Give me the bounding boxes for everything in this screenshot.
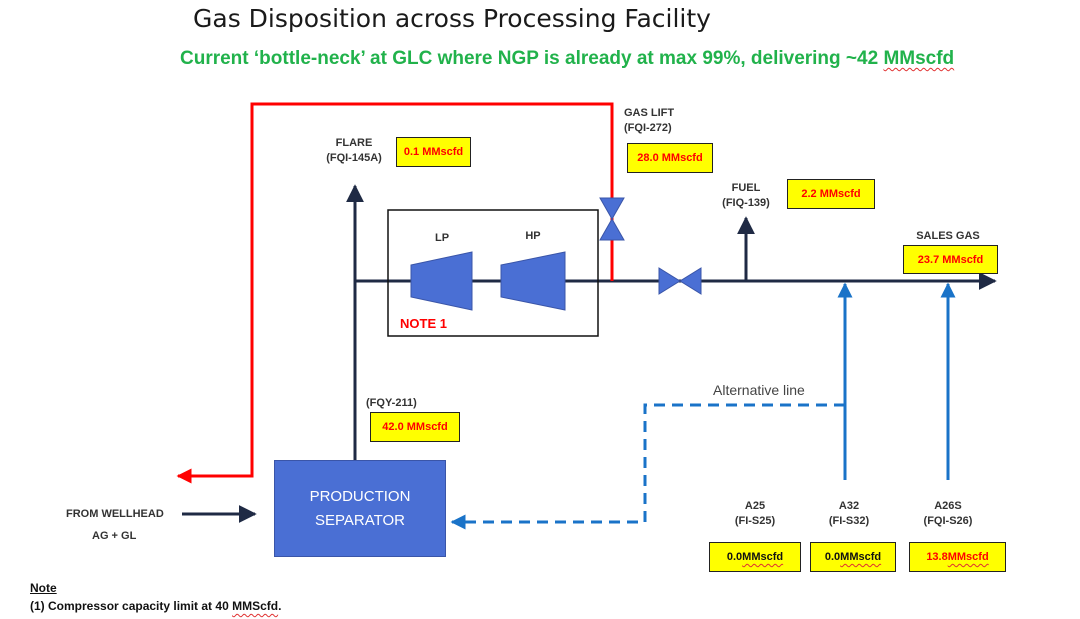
note1-label: NOTE 1 [400, 316, 447, 331]
subtitle-text: Current ‘bottle-neck’ at GLC where NGP i… [180, 48, 884, 69]
a32-unit: MMscfd [840, 551, 882, 563]
hp-compressor [500, 251, 566, 311]
a26s-unit: MMscfd [947, 551, 989, 563]
gas-lift-title: GAS LIFT [624, 107, 675, 119]
separator-line2: SEPARATOR [314, 511, 406, 529]
note-text-unit: MMScfd [232, 599, 279, 613]
note-heading: Note [30, 581, 57, 595]
separator-line1: PRODUCTION [309, 487, 411, 505]
a32-label: A32 (FI-S32) [814, 499, 884, 529]
alternative-dashed-line [450, 403, 845, 530]
separator-tag: (FQY-211) [366, 397, 417, 409]
main-line-valve [658, 267, 702, 295]
gas-lift-tag: (FQI-272) [624, 122, 672, 134]
wellhead-sublabel: AG + GL [92, 530, 137, 542]
a32-tag: (FI-S32) [828, 515, 870, 527]
a25-title: A25 [744, 500, 766, 512]
flare-label: FLARE (FQI-145A) [318, 136, 390, 166]
note-text-prefix: (1) Compressor capacity limit at 40 [30, 599, 233, 613]
wellhead-label: FROM WELLHEAD [66, 507, 164, 522]
a26s-label: A26S (FQI-S26) [915, 499, 981, 529]
subtitle: Current ‘bottle-neck’ at GLC where NGP i… [180, 48, 954, 70]
fuel-tag: (FIQ-139) [722, 197, 770, 209]
a25-value-box: 0.0 MMscfd [709, 542, 801, 572]
fuel-label: FUEL (FIQ-139) [713, 181, 779, 211]
flare-title: FLARE [335, 137, 373, 149]
fuel-title: FUEL [731, 182, 761, 194]
sales-gas-value-box: 23.7 MMscfd [903, 245, 998, 274]
fuel-value-box: 2.2 MMscfd [787, 179, 875, 209]
flare-tag: (FQI-145A) [326, 152, 382, 164]
production-separator: PRODUCTION SEPARATOR [274, 460, 446, 557]
lp-label: LP [434, 232, 450, 244]
hp-label: HP [525, 230, 541, 242]
a26s-tag: (FQI-S26) [923, 515, 973, 527]
sales-gas-label: SALES GAS [916, 230, 980, 242]
a25-label: A25 (FI-S25) [720, 499, 790, 529]
a25-unit: MMscfd [742, 551, 784, 563]
gas-lift-label: GAS LIFT (FQI-272) [624, 106, 674, 136]
lp-compressor [410, 251, 473, 311]
note-text-suffix: . [278, 599, 282, 613]
page-title: Gas Disposition across Processing Facili… [193, 4, 711, 33]
wellhead-line1: FROM WELLHEAD [66, 508, 164, 520]
flare-value-box: 0.1 MMscfd [396, 137, 471, 167]
a32-title: A32 [838, 500, 860, 512]
gas-lift-value-box: 28.0 MMscfd [627, 143, 713, 173]
alternative-line-label: Alternative line [713, 382, 805, 398]
a32-value-box: 0.0 MMscfd [810, 542, 896, 572]
a26s-value-box: 13.8 MMscfd [909, 542, 1006, 572]
a25-tag: (FI-S25) [734, 515, 776, 527]
a32-value: 0.0 [824, 551, 841, 563]
subtitle-unit: MMscfd [883, 48, 955, 69]
a26s-title: A26S [934, 500, 962, 512]
gas-lift-line [176, 102, 614, 484]
note-text: (1) Compressor capacity limit at 40 MMSc… [30, 599, 281, 613]
gas-lift-valve [599, 197, 625, 241]
separator-value-box: 42.0 MMscfd [370, 412, 460, 442]
a26s-value: 13.8 [926, 551, 948, 563]
compressor-enclosure [387, 209, 599, 337]
a25-value: 0.0 [726, 551, 743, 563]
